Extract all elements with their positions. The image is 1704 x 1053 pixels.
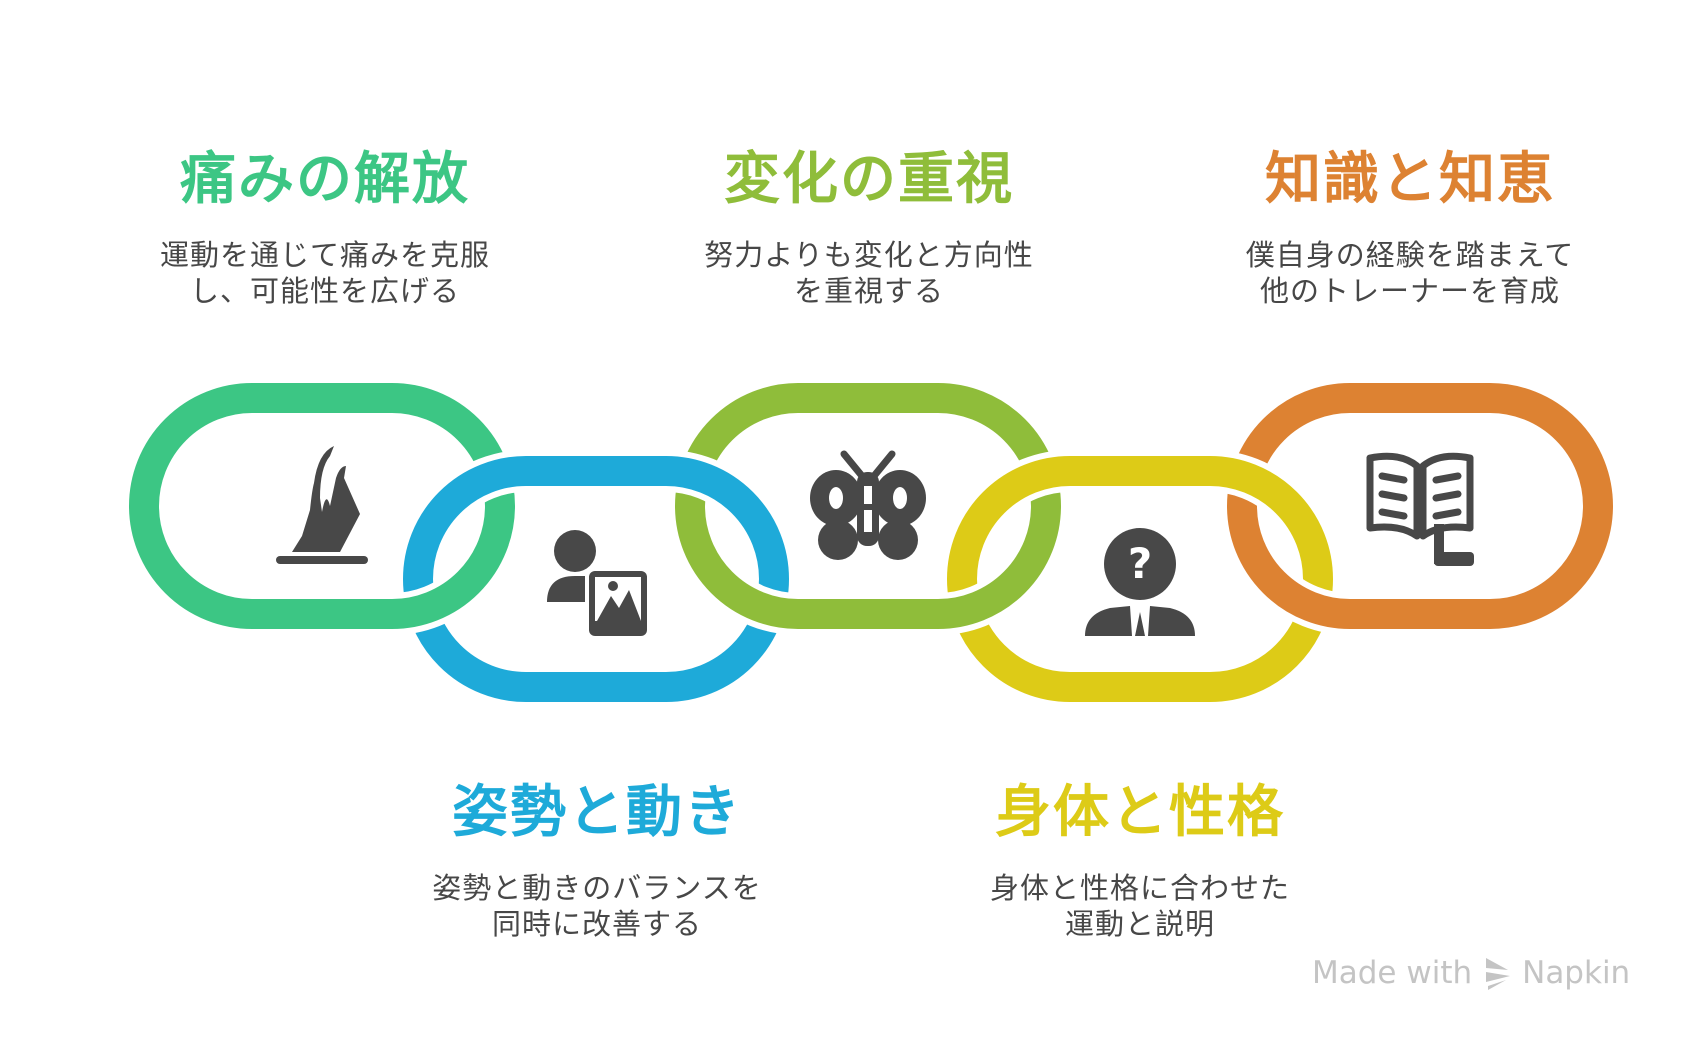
napkin-brand-label: Napkin [1522, 955, 1631, 991]
item-desc: 同時に改善する [491, 907, 702, 941]
item-desc: 姿勢と動きのバランスを [432, 871, 762, 905]
chain-ring [681, 545, 1055, 629]
item-title: 姿勢と動き [452, 780, 742, 845]
book-reader-icon [1366, 452, 1474, 566]
pain-release-icon [276, 446, 368, 564]
item-change-focus: 変化の重視 努力よりも変化と方向性を重視する [659, 145, 1079, 309]
person-question-icon: ? [1085, 528, 1195, 636]
item-desc: 運動と説明 [1064, 907, 1215, 941]
item-title: 痛みの解放 [180, 147, 470, 212]
item-title: 変化の重視 [724, 147, 1014, 212]
chain-ring [1233, 545, 1607, 629]
chain-ring [135, 545, 509, 629]
napkin-watermark: Made with Napkin [1312, 955, 1630, 991]
item-desc: 他のトレーナーを育成 [1259, 274, 1560, 308]
item-desc: 身体と性格に合わせた [989, 871, 1290, 905]
item-desc: 僕自身の経験を踏まえて [1245, 238, 1575, 272]
chain-ring [403, 456, 789, 702]
item-knowledge-wisdom: 知識と知恵 僕自身の経験を踏まえて他のトレーナーを育成 [1200, 145, 1620, 309]
item-title: 身体と性格 [995, 780, 1285, 845]
item-body-personality: 身体と性格 身体と性格に合わせた運動と説明 [930, 778, 1350, 942]
chain-ring [947, 456, 1333, 702]
item-desc: し、可能性を広げる [189, 274, 460, 308]
napkin-logo-icon [1486, 958, 1511, 990]
person-image-icon [547, 530, 647, 636]
svg-text:?: ? [1128, 539, 1152, 588]
item-desc: を重視する [793, 274, 944, 308]
item-title: 知識と知恵 [1265, 147, 1555, 212]
item-posture-movement: 姿勢と動き 姿勢と動きのバランスを同時に改善する [387, 778, 807, 942]
item-desc: 運動を通じて痛みを克服 [159, 238, 490, 272]
made-with-label: Made with [1312, 955, 1473, 991]
item-pain-release: 痛みの解放 運動を通じて痛みを克服し、可能性を広げる [115, 145, 535, 309]
butterfly-icon [810, 450, 926, 560]
item-desc: 努力よりも変化と方向性 [704, 238, 1034, 272]
